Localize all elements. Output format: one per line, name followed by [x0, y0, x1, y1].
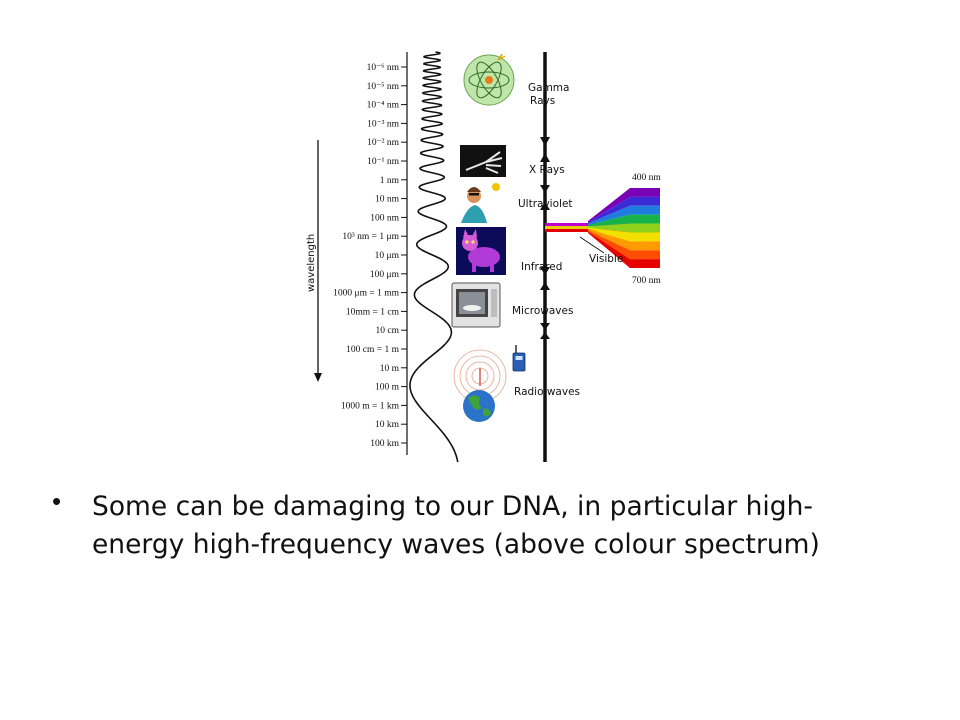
hand-xray-icon: [460, 145, 506, 177]
walkie-talkie-icon: [512, 345, 526, 372]
band-label-microwaves: Microwaves: [512, 305, 573, 317]
earth-globe-icon: [463, 390, 495, 422]
scale-tick-label: 1000 μm = 1 mm: [333, 289, 399, 299]
band-scale-bar: [540, 52, 630, 462]
band-label-visible: Visible: [589, 253, 623, 265]
scale-tick-label: 10⁻⁶ nm: [367, 63, 400, 73]
visible-pointer-line: [579, 236, 605, 254]
scale-tick-label: 10⁻⁴ nm: [367, 101, 400, 111]
spectrum-color-band: [588, 231, 660, 268]
spectrum-color-band: [588, 227, 660, 242]
spectrum-color-band: [588, 196, 660, 224]
scale-tick-label: 10 km: [375, 420, 400, 430]
scale-tick-label: 1 nm: [380, 176, 400, 186]
wavelength-scale: 10⁻⁶ nm 10⁻⁵ nm 10⁻⁴ nm 10⁻³ nm 10⁻² nm 10⁻¹ …: [333, 52, 408, 455]
scale-tick-label: 100 μm: [370, 270, 400, 280]
sunbather-icon: [458, 181, 504, 223]
scale-tick-label: 10 cm: [376, 326, 400, 336]
scale-tick-label: 1000 m = 1 km: [341, 401, 400, 411]
spectrum-label-400: 400 nm: [632, 173, 661, 183]
wave-curve: [409, 51, 459, 463]
bullet-marker: •: [52, 486, 62, 516]
band-label-gamma: Gamma: [528, 82, 569, 94]
wavelength-axis-title: wavelength: [306, 234, 317, 292]
wavelength-axis: wavelength: [306, 140, 322, 382]
band-label-radio: Radio waves: [514, 386, 580, 398]
scale-tick-label: 10 nm: [375, 195, 400, 205]
scale-tick-label: 10 m: [380, 364, 400, 374]
scale-tick-label: 10mm = 1 cm: [346, 307, 400, 317]
scale-tick-label: 10⁻⁵ nm: [367, 82, 400, 92]
scale-tick-label: 100 m: [375, 383, 400, 393]
atom-icon: [463, 53, 515, 106]
spectrum-color-band: [588, 229, 660, 251]
thermal-cat-icon: [456, 227, 506, 275]
scale-tick-label: 100 nm: [370, 213, 399, 223]
spectrum-color-band: [588, 188, 660, 223]
visible-spectrum-fan: [588, 188, 660, 268]
spectrum-color-band: [588, 214, 660, 227]
scale-tick-label: 10⁻³ nm: [367, 119, 399, 129]
band-label-infrared: Infrared: [521, 261, 562, 273]
scale-tick-label: 10⁻¹ nm: [367, 157, 399, 167]
scale-tick-label: 100 cm = 1 m: [346, 345, 399, 355]
spectrum-color-band: [588, 205, 660, 225]
band-label-gamma-rays: Rays: [530, 95, 555, 107]
scale-tick-label: 10⁻² nm: [367, 138, 399, 148]
bullet-text: Some can be damaging to our DNA, in part…: [92, 491, 820, 560]
spectrum-color-band: [588, 230, 660, 260]
scale-tick-label: 10³ nm = 1 μm: [342, 232, 399, 242]
scale-tick-label: 100 km: [370, 439, 399, 449]
band-label-ultraviolet: Ultraviolet: [518, 198, 573, 210]
band-label-xray: X Rays: [529, 164, 565, 176]
scale-tick-label: 10 μm: [375, 251, 400, 261]
spectrum-color-band: [588, 223, 660, 233]
microwave-oven-icon: [451, 282, 501, 328]
spectrum-label-700: 700 nm: [632, 276, 661, 286]
